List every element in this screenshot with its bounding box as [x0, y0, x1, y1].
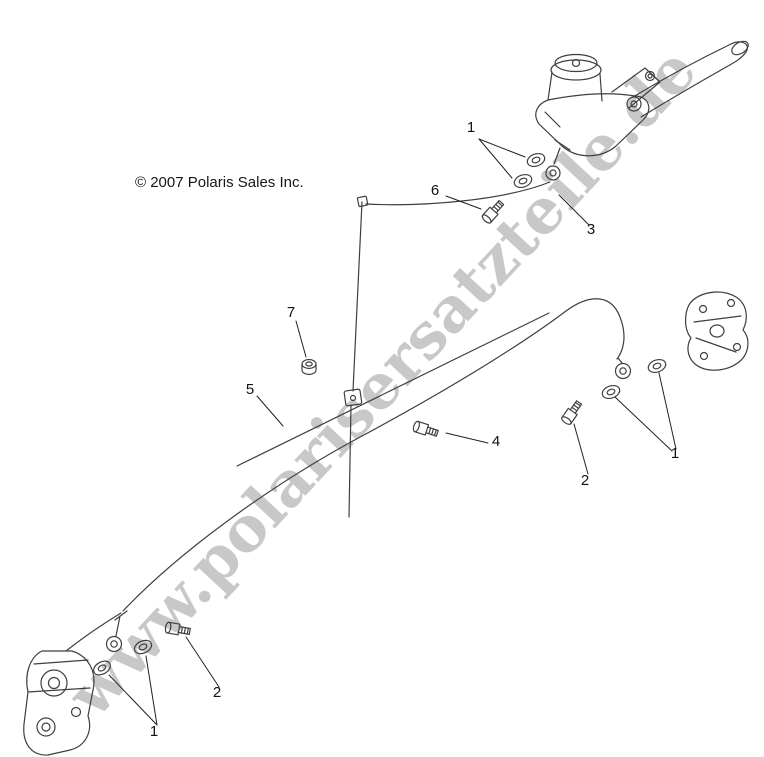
- callout-1-left: 1: [149, 723, 159, 740]
- leader-lines: [108, 138, 677, 726]
- copyright-text: © 2007 Polaris Sales Inc.: [135, 174, 304, 191]
- callout-1-master: 1: [466, 119, 476, 136]
- brake-lines: [65, 181, 632, 653]
- callout-7: 7: [286, 304, 296, 321]
- callout-6: 6: [430, 182, 440, 199]
- callout-2-left: 2: [212, 684, 222, 701]
- master-cylinder-assembly: [535, 40, 749, 181]
- callout-2-right: 2: [580, 472, 590, 489]
- callout-5: 5: [245, 381, 255, 398]
- left-caliper: [23, 650, 95, 756]
- callout-4: 4: [491, 433, 501, 450]
- callout-3: 3: [586, 221, 596, 238]
- hardware-fasteners: [90, 150, 669, 679]
- right-caliper-bracket: [685, 291, 749, 371]
- callout-1-right: 1: [670, 445, 680, 462]
